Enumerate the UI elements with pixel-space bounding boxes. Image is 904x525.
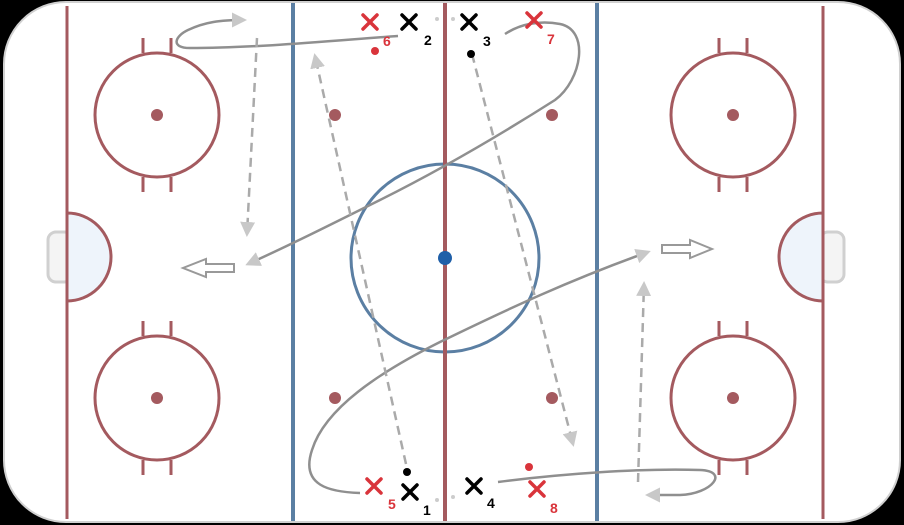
skate-path-bottom <box>497 468 717 503</box>
faceoff-dot-top-left <box>151 109 163 121</box>
player-2[interactable]: 2 <box>400 13 432 48</box>
player-marker-x <box>400 13 418 31</box>
pass-bottom-right <box>636 281 652 483</box>
center-faceoff-dot <box>438 251 452 265</box>
faceoff-dot-bottom-right <box>727 392 739 404</box>
direction-arrow-right <box>661 238 715 260</box>
neutral-dot-top-left <box>329 109 341 121</box>
player-label: 6 <box>383 33 391 49</box>
skate-path-top <box>175 12 399 50</box>
player-6[interactable]: 6 <box>361 13 391 49</box>
faceoff-dot-bottom-left <box>151 392 163 404</box>
neutral-dot-top-right <box>546 109 558 121</box>
player-3[interactable]: 3 <box>460 13 491 49</box>
pass-right-diagonal <box>470 53 578 447</box>
connector-dot <box>435 17 439 21</box>
puck <box>403 468 411 476</box>
puck <box>467 50 475 58</box>
direction-arrow-left <box>180 257 235 279</box>
player-label: 4 <box>487 495 495 511</box>
rink-surface <box>3 1 901 523</box>
player-label: 5 <box>388 496 396 512</box>
pass-top-left <box>240 37 259 237</box>
player-marker-x <box>361 13 379 31</box>
player-5[interactable]: 5 <box>365 477 396 512</box>
puck <box>371 47 379 55</box>
skate-path-upper-diagonal <box>245 21 581 266</box>
player-marker-x <box>460 13 478 31</box>
faceoff-circle-top-left <box>93 38 221 192</box>
goal-crease-left <box>65 211 113 303</box>
connector-dot <box>451 495 455 499</box>
faceoff-circle-top-right <box>669 38 797 192</box>
player-label: 3 <box>483 33 491 49</box>
skate-path-lower-diagonal <box>308 248 651 495</box>
connector-dot <box>435 498 439 502</box>
player-marker-x <box>528 480 546 498</box>
player-label: 1 <box>423 502 431 518</box>
player-label: 8 <box>550 500 558 516</box>
faceoff-dot-top-right <box>727 109 739 121</box>
connector-dot <box>451 17 455 21</box>
player-8[interactable]: 8 <box>528 480 558 516</box>
faceoff-circle-bottom-right <box>669 321 797 475</box>
player-marker-x <box>525 11 543 29</box>
neutral-dot-bottom-right <box>546 392 558 404</box>
player-marker-x <box>465 477 483 495</box>
faceoff-circle-bottom-left <box>93 321 221 475</box>
player-7[interactable]: 7 <box>525 11 555 47</box>
neutral-dot-bottom-left <box>329 392 341 404</box>
player-4[interactable]: 4 <box>465 477 495 511</box>
player-marker-x <box>365 477 383 495</box>
player-1[interactable]: 1 <box>401 483 431 518</box>
goal-crease-right <box>777 211 825 303</box>
puck <box>525 463 533 471</box>
player-label: 7 <box>547 31 555 47</box>
pass-left-diagonal <box>310 53 408 465</box>
player-label: 2 <box>424 32 432 48</box>
player-marker-x <box>401 483 419 501</box>
